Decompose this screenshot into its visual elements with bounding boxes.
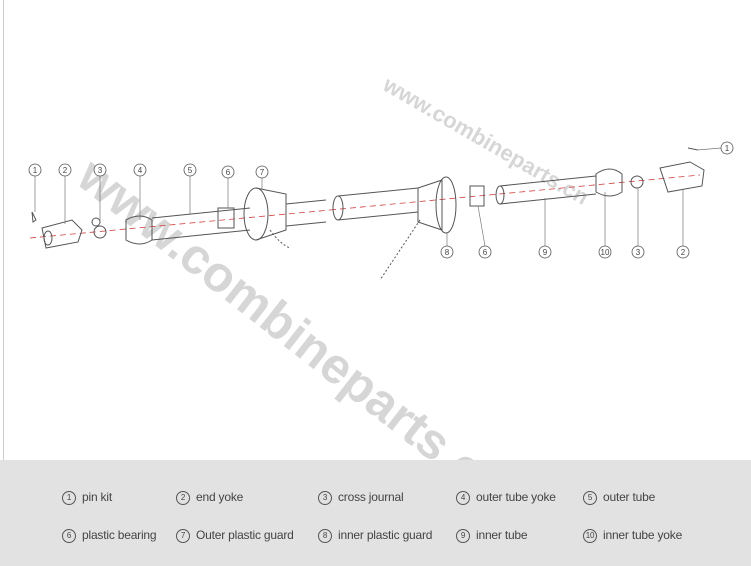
legend-number: 9	[456, 528, 470, 543]
legend-item: 3 cross journal	[318, 490, 404, 505]
centerline	[29, 174, 701, 239]
legend-number: 6	[62, 528, 76, 543]
cross-journal-right	[630, 175, 644, 189]
legend-item: 4 outer tube yoke	[456, 490, 556, 505]
legend-number: 8	[318, 528, 332, 543]
pin-kit-left	[31, 211, 37, 223]
callout-number: 2	[63, 166, 68, 175]
callout-number: 4	[138, 166, 143, 175]
pin-kit-right	[687, 147, 699, 151]
legend-item: 7 Outer plastic guard	[176, 528, 294, 543]
legend-label: inner plastic guard	[338, 528, 433, 542]
callout-circle	[133, 163, 147, 177]
callout-number: 8	[445, 248, 450, 257]
outer-tube-yoke	[125, 215, 153, 245]
parts-drawing: 1 2 3 4 5 6 7 8 6 9 10 3 2 1	[28, 141, 734, 281]
callout-circle	[478, 245, 492, 259]
callout-leaders	[34, 147, 722, 247]
inner-tube	[499, 175, 597, 205]
callout-circle	[538, 245, 552, 259]
legend-number: 7	[176, 528, 190, 543]
callout-number: 6	[483, 248, 488, 257]
callout-number: 9	[543, 248, 548, 257]
callout-number: 3	[98, 166, 103, 175]
callout-circle	[255, 165, 269, 179]
legend-label: end yoke	[196, 490, 244, 504]
legend-number: 4	[456, 490, 470, 505]
legend-label: outer tube yoke	[476, 490, 556, 504]
callout-circle	[720, 141, 734, 155]
callout-number: 3	[636, 248, 641, 257]
legend-number: 3	[318, 490, 332, 505]
callout-circle	[631, 245, 645, 259]
outer-plastic-guard	[243, 187, 269, 241]
cross-journal-left	[93, 225, 107, 239]
callout-number: 10	[601, 248, 610, 257]
legend-label: inner tube	[476, 528, 528, 542]
legend-label: pin kit	[82, 490, 112, 504]
callout-circle	[183, 163, 197, 177]
outer-tube	[151, 207, 251, 241]
legend-label: Outer plastic guard	[196, 528, 294, 542]
callout-number: 7	[260, 168, 265, 177]
callout-circle	[440, 245, 454, 259]
callout-number: 2	[681, 248, 686, 257]
end-yoke-right	[659, 161, 705, 193]
legend-item: 6 plastic bearing	[62, 528, 157, 543]
exploded-diagram: www.combineparts.cn www.combineparts.cn	[3, 0, 734, 517]
callout-number: 6	[226, 168, 231, 177]
legend-item: 9 inner tube	[456, 528, 528, 543]
legend-panel: 1 pin kit 2 end yoke 3 cross journal 4 outer tu…	[0, 460, 751, 566]
legend-number: 1	[62, 490, 76, 505]
callout-circle	[28, 163, 42, 177]
legend-label: cross journal	[338, 490, 404, 504]
left-border	[3, 0, 4, 460]
legend-label: inner tube yoke	[603, 528, 683, 542]
callout-circle	[598, 245, 612, 259]
callout-circle	[221, 165, 235, 179]
legend-number: 5	[583, 490, 597, 505]
callout-circle	[676, 245, 690, 259]
callout-circle	[58, 163, 72, 177]
legend-number: 10	[583, 528, 597, 543]
callout-circle	[93, 163, 107, 177]
inner-tube-segment	[332, 195, 344, 221]
legend-number: 2	[176, 490, 190, 505]
legend-label: outer tube	[603, 490, 656, 504]
callout-number: 1	[33, 166, 38, 175]
legend-item: 1 pin kit	[62, 490, 112, 505]
legend-item: 5 outer tube	[583, 490, 655, 505]
legend-label: plastic bearing	[82, 528, 157, 542]
legend-item: 8 inner plastic guard	[318, 528, 432, 543]
callout-number: 1	[725, 144, 730, 153]
end-yoke-left	[41, 219, 83, 249]
plastic-bearing-left	[217, 207, 235, 229]
callout-number: 5	[188, 166, 193, 175]
plastic-bearing-right	[469, 185, 485, 207]
callout-markers: 1 2 3 4 5 6 7 8 6 9 10 3 2 1	[28, 141, 734, 259]
inner-tube-yoke	[595, 168, 623, 197]
legend-item: 2 end yoke	[176, 490, 243, 505]
legend-item: 10 inner tube yoke	[583, 528, 682, 543]
